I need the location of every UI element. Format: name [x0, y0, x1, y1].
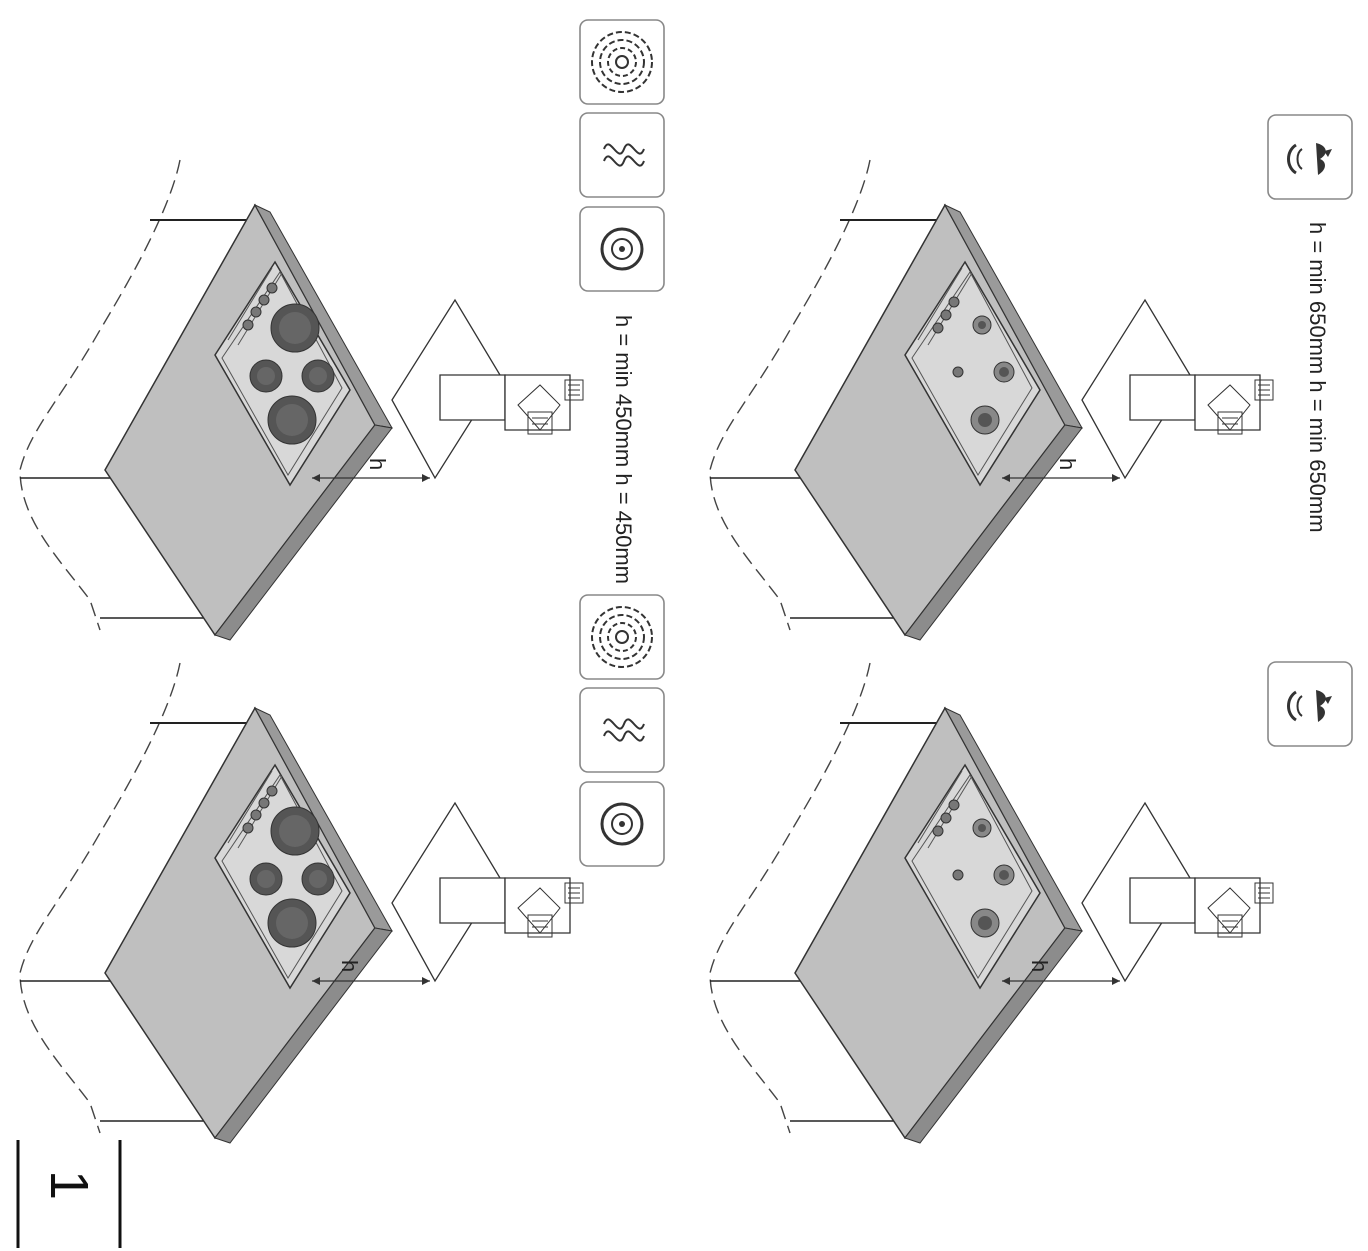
radiant-ring-icon — [579, 19, 665, 105]
dimension-label-electric-bottom: h — [337, 960, 362, 973]
coil-element-icon — [579, 687, 665, 773]
dimension-label-electric-top: h — [365, 458, 390, 471]
scene-electric-top — [19, 159, 584, 641]
scene-electric-bottom — [19, 662, 584, 1144]
coil-element-icon — [579, 112, 665, 198]
electric-caption: h = min 450mm h = 450mm — [611, 315, 636, 585]
electric-icons-bottom — [579, 594, 665, 867]
scene-gas-top — [709, 159, 1274, 641]
electric-icons-top — [579, 19, 665, 292]
gas-flame-icon — [1267, 114, 1353, 200]
gas-flame-icon — [1267, 661, 1353, 747]
gas-caption: h = min 650mm h = min 650mm — [1305, 222, 1330, 533]
cooktop-plate-icon — [579, 206, 665, 292]
dimension-label-gas-top: h — [1055, 458, 1080, 471]
radiant-ring-icon — [579, 594, 665, 680]
scene-gas-bottom — [709, 662, 1274, 1144]
figure-number: 1 — [39, 1170, 99, 1201]
cooktop-plate-icon — [579, 781, 665, 867]
dimension-label-gas-bottom: h — [1027, 960, 1052, 973]
